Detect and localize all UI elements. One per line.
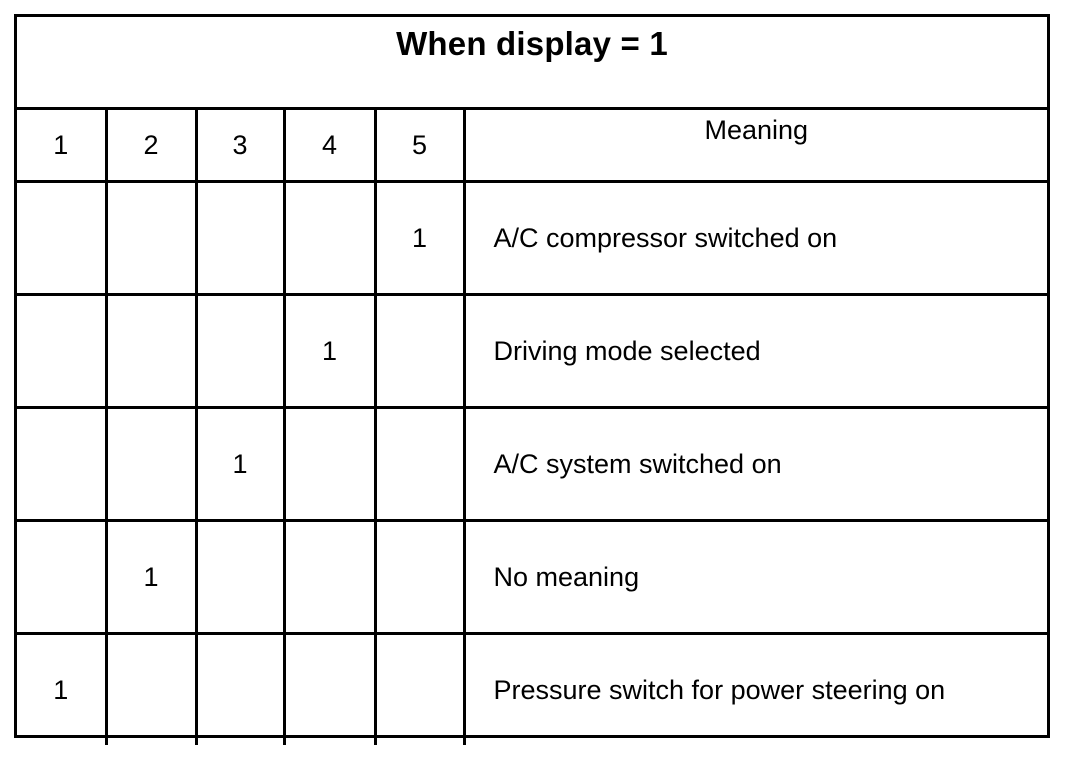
meaning-cell: A/C compressor switched on <box>462 180 1047 296</box>
bit-cell <box>194 180 286 296</box>
table-title-row: When display = 1 <box>17 17 1047 110</box>
table-row: 1 A/C system switched on <box>17 406 1047 522</box>
table-row: 1 Driving mode selected <box>17 293 1047 409</box>
meaning-cell: Driving mode selected <box>462 293 1047 409</box>
bit-cell <box>373 406 466 522</box>
bit-cell <box>282 180 377 296</box>
bit-cell <box>194 519 286 635</box>
table-row: 1 No meaning <box>17 519 1047 635</box>
meaning-cell: No meaning <box>462 519 1047 635</box>
column-header-5: 5 <box>373 107 466 183</box>
bit-cell <box>282 519 377 635</box>
table-header-row: 1 2 3 4 5 Meaning <box>17 107 1047 183</box>
column-header-4: 4 <box>282 107 377 183</box>
bit-cell: 1 <box>104 519 198 635</box>
bit-cell: 1 <box>373 180 466 296</box>
bit-cell <box>373 293 466 409</box>
bit-cell: 1 <box>17 632 108 745</box>
bit-cell <box>104 632 198 745</box>
column-header-1: 1 <box>17 107 108 183</box>
table-title: When display = 1 <box>17 17 1047 110</box>
display-table-frame: When display = 1 1 2 3 4 5 Meaning 1 A/C… <box>14 14 1050 745</box>
bit-cell <box>282 632 377 745</box>
display-meaning-table: When display = 1 1 2 3 4 5 Meaning 1 A/C… <box>17 17 1047 745</box>
column-header-meaning: Meaning <box>462 107 1047 183</box>
bit-cell <box>17 293 108 409</box>
table-row: 1 Pressure switch for power steering on <box>17 632 1047 745</box>
bit-cell <box>282 406 377 522</box>
table-row: 1 A/C compressor switched on <box>17 180 1047 296</box>
bit-cell <box>17 180 108 296</box>
bit-cell <box>104 293 198 409</box>
meaning-cell: A/C system switched on <box>462 406 1047 522</box>
bit-cell <box>17 519 108 635</box>
meaning-cell: Pressure switch for power steering on <box>462 632 1047 745</box>
bit-cell <box>373 632 466 745</box>
column-header-3: 3 <box>194 107 286 183</box>
bit-cell <box>373 519 466 635</box>
bit-cell <box>104 406 198 522</box>
bit-cell <box>194 632 286 745</box>
bit-cell <box>17 406 108 522</box>
bit-cell: 1 <box>194 406 286 522</box>
bit-cell <box>104 180 198 296</box>
bit-cell <box>194 293 286 409</box>
column-header-2: 2 <box>104 107 198 183</box>
bit-cell: 1 <box>282 293 377 409</box>
